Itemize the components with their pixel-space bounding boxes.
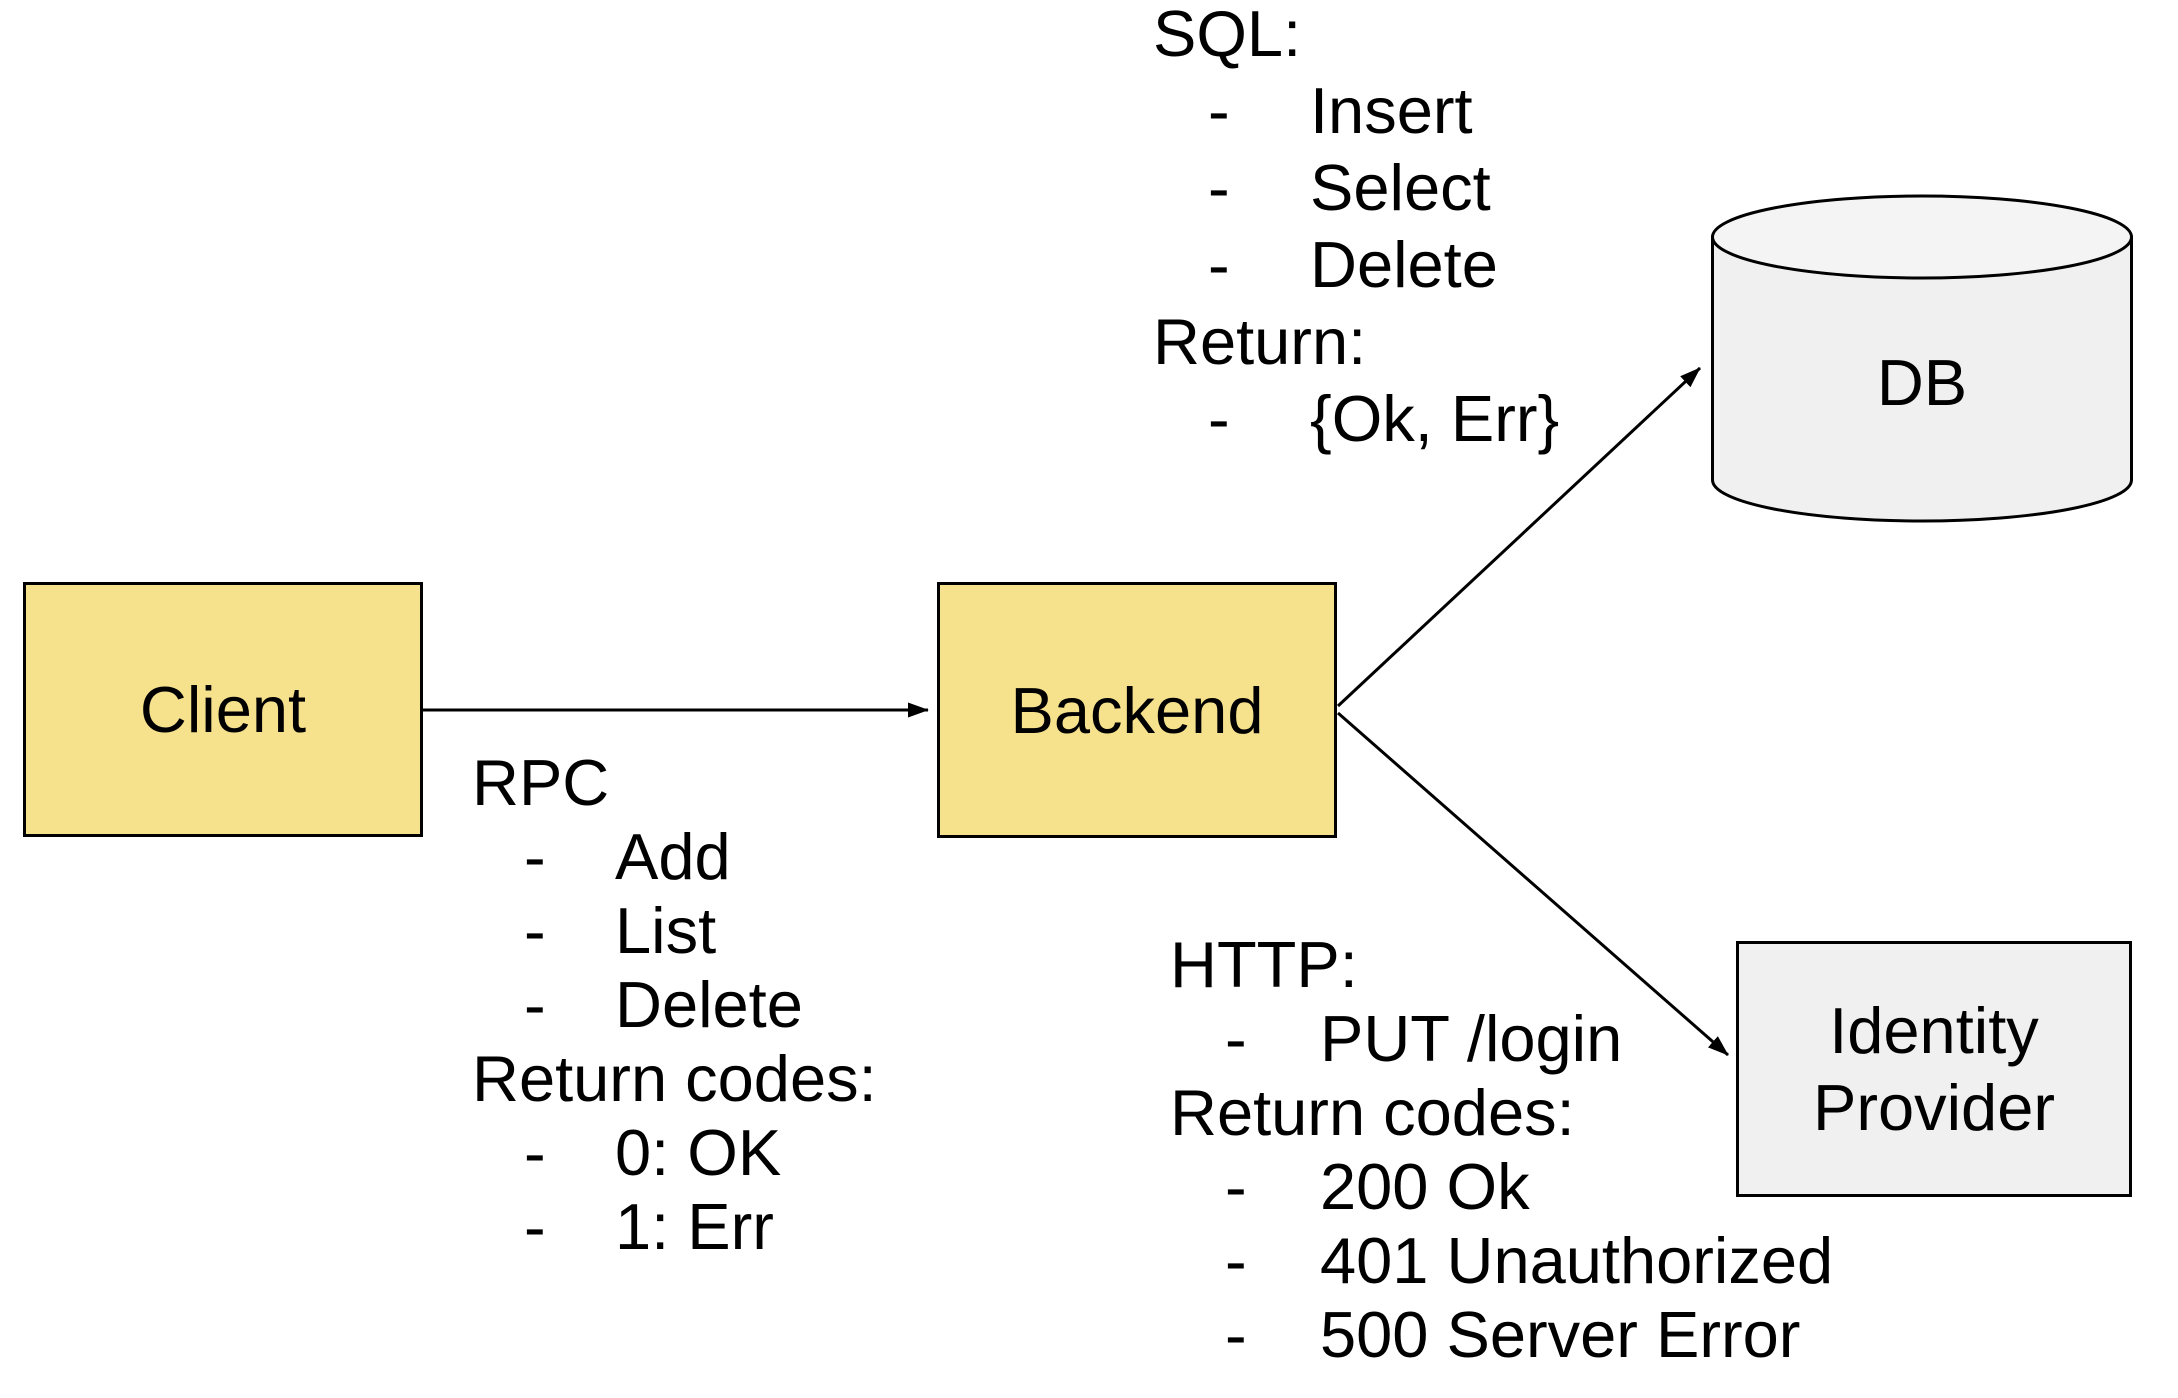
annotation-line: -Select xyxy=(1208,151,1491,224)
annotation-line: -0: OK xyxy=(524,1116,782,1189)
annotation-line: -200 Ok xyxy=(1225,1150,1530,1223)
annotation-line: Return codes: xyxy=(1170,1076,1575,1149)
annotation-line: -PUT /login xyxy=(1225,1002,1623,1075)
node-db: DB xyxy=(1710,194,2134,524)
bullet-dash: - xyxy=(524,1190,546,1263)
node-client-label: Client xyxy=(139,673,307,746)
annotation-line: -500 Server Error xyxy=(1225,1298,1801,1371)
bullet-dash: - xyxy=(1208,151,1230,224)
node-identity-provider-label: Identity Provider xyxy=(1812,994,2056,1144)
node-backend-label: Backend xyxy=(1010,673,1264,747)
annotation-line: HTTP: xyxy=(1170,928,1358,1001)
node-backend: Backend xyxy=(937,582,1337,838)
annotation-line: -1: Err xyxy=(524,1190,774,1263)
bullet-dash: - xyxy=(1208,74,1230,147)
db-cylinder-shape xyxy=(1711,194,2133,523)
annotation-line: -Insert xyxy=(1208,74,1473,147)
bullet-dash: - xyxy=(524,968,546,1041)
annotation-sql: SQL: -Insert -Select -Delete Return: -{O… xyxy=(1153,0,1559,457)
bullet-dash: - xyxy=(1208,382,1230,455)
node-db-label: DB xyxy=(1876,345,1968,419)
annotation-http: HTTP: -PUT /login Return codes: -200 Ok … xyxy=(1170,928,1833,1372)
annotation-line: -Add xyxy=(524,820,731,893)
annotation-line: Return: xyxy=(1153,305,1367,378)
annotation-line: -List xyxy=(524,894,717,967)
annotation-line: -Delete xyxy=(1208,228,1498,301)
bullet-dash: - xyxy=(524,894,546,967)
bullet-dash: - xyxy=(524,820,546,893)
annotation-line: RPC xyxy=(472,746,610,819)
bullet-dash: - xyxy=(1208,228,1230,301)
bullet-dash: - xyxy=(1225,1224,1247,1297)
bullet-dash: - xyxy=(1225,1150,1247,1223)
bullet-dash: - xyxy=(1225,1298,1247,1371)
annotation-line: -Delete xyxy=(524,968,803,1041)
annotation-rpc: RPC -Add -List -Delete Return codes: -0:… xyxy=(472,746,877,1264)
annotation-line: Return codes: xyxy=(472,1042,877,1115)
annotation-line: -401 Unauthorized xyxy=(1225,1224,1834,1297)
bullet-dash: - xyxy=(524,1116,546,1189)
bullet-dash: - xyxy=(1225,1002,1247,1075)
node-identity-provider: Identity Provider xyxy=(1736,941,2132,1197)
node-client: Client xyxy=(23,582,423,837)
annotation-line: -{Ok, Err} xyxy=(1208,382,1560,455)
annotation-line: SQL: xyxy=(1153,0,1302,70)
